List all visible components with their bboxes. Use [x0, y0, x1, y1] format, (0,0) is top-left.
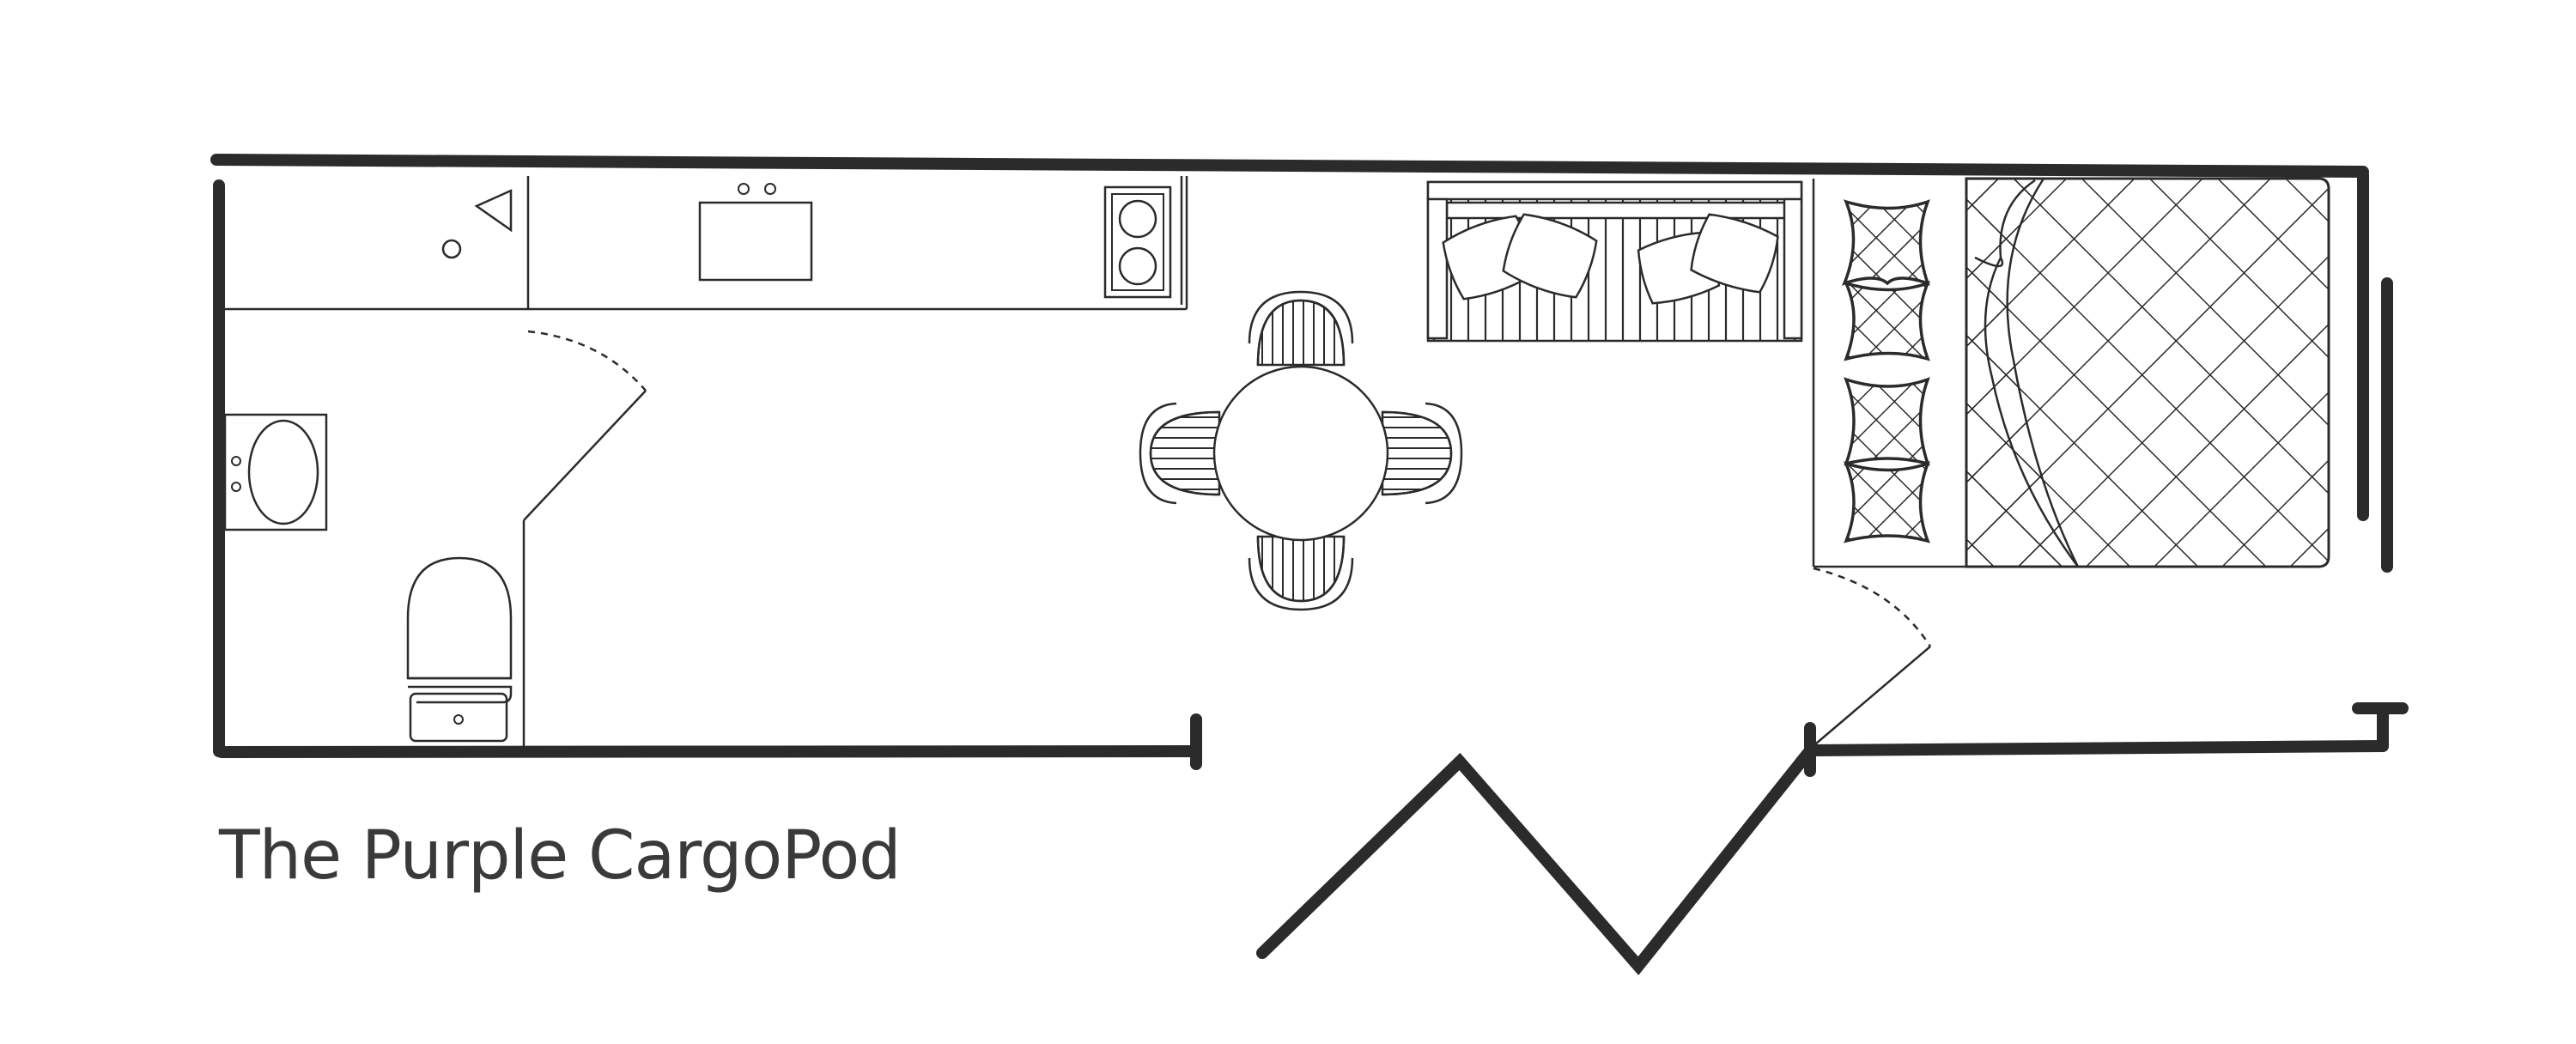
wall-top [210, 154, 2369, 178]
sink-basin [247, 419, 319, 525]
cushion-icon [1690, 213, 1779, 294]
shower-corner-icon [474, 189, 513, 233]
pillow-bottom-lower [1844, 461, 1930, 543]
folding-doors [1256, 748, 1814, 975]
pillow-icon [1841, 199, 1931, 361]
outer-walls [210, 154, 2409, 777]
cooktop [1103, 185, 1172, 299]
burner-icon [1118, 199, 1157, 239]
bed-fold-curve-inner [1974, 256, 2004, 268]
pillow-top-lower [1843, 281, 1931, 361]
wall-bottom-right [1804, 740, 2389, 756]
chair-top [1248, 290, 1354, 367]
sink-tap-icon [231, 456, 241, 466]
pillow-icon [1844, 377, 1930, 543]
kitchen-tap-icon [738, 183, 750, 195]
sink-tap-icon [231, 482, 241, 492]
sink-counter [223, 413, 328, 531]
burner-icon [1118, 246, 1157, 286]
toilet [406, 556, 513, 743]
shower-drain-icon [441, 239, 462, 259]
chair-right [1381, 402, 1463, 505]
pillow-bottom [1844, 377, 1930, 466]
kitchen [528, 176, 1188, 311]
dining-table [1212, 365, 1389, 542]
sofa [1426, 180, 1803, 343]
cooktop-inner [1111, 193, 1164, 291]
chair-left [1139, 402, 1221, 505]
wall-bottom-left [216, 745, 1202, 758]
kitchen-sink [698, 201, 813, 282]
bedroom-door [1809, 646, 1931, 750]
bathroom-door-swing [527, 330, 647, 392]
kitchen-tap-icon [764, 183, 776, 195]
chair-bottom [1248, 535, 1354, 611]
sofa-arm-right [1783, 197, 1803, 340]
bed-quilt [1965, 177, 2330, 568]
bed-fold-curve [1984, 179, 2080, 568]
cushion-icon [1502, 213, 1598, 299]
sofa-back [1426, 180, 1803, 201]
dining-set [1139, 290, 1463, 611]
bathroom [223, 176, 647, 747]
sofa-arm-left [1426, 197, 1449, 340]
bedroom-door-swing [1813, 567, 1932, 647]
plan-title: The Purple CargoPod [219, 817, 902, 895]
sofa-backrest [1445, 201, 1788, 220]
pillow-top [1841, 199, 1930, 286]
bedroom [1809, 177, 2330, 750]
bathroom-door [523, 390, 647, 521]
